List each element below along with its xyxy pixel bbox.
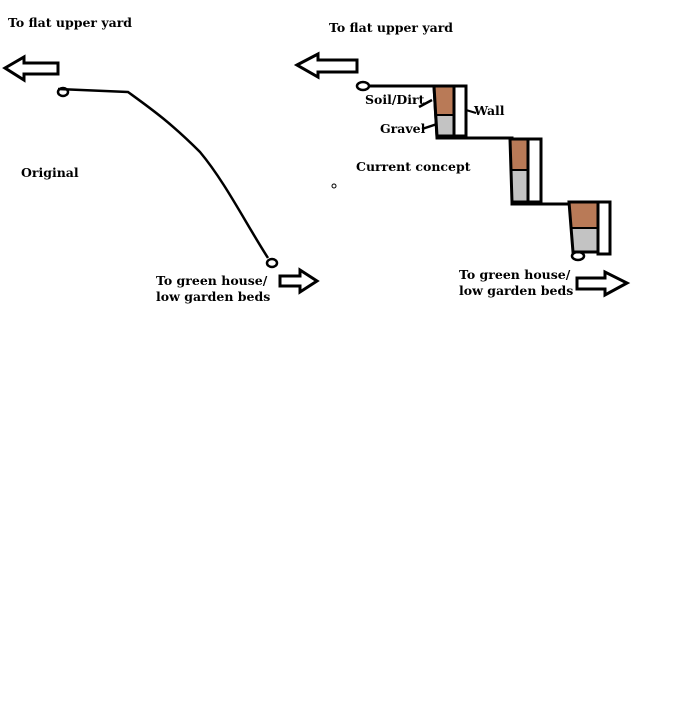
tier-1-gravel-fill	[436, 115, 454, 136]
original-upper-yard-label: To flat upper yard	[8, 15, 133, 30]
original-greenhouse-label-line2: low garden beds	[156, 289, 271, 304]
original-caption: Original	[21, 165, 79, 180]
tier-1-wall	[452, 84, 468, 138]
concept-greenhouse-label-line2: low garden beds	[459, 283, 574, 298]
concept-diagram	[293, 51, 631, 298]
stray-dot	[331, 183, 337, 189]
tier-2-soil-fill	[510, 139, 528, 170]
concept-upper-yard-label: To flat upper yard	[329, 20, 454, 35]
original-bottom-endpoint	[265, 257, 279, 269]
tier-2-gravel-fill	[511, 170, 528, 202]
concept-bottom-endpoint	[570, 250, 586, 262]
terrace-tier-3	[567, 200, 612, 256]
concept-upper-arrow-icon	[293, 51, 359, 80]
concept-greenhouse-label-line1: To green house/	[459, 267, 571, 282]
original-lower-arrow-icon	[278, 267, 320, 295]
soil-dirt-label: Soil/Dirt	[365, 92, 425, 107]
original-upper-arrow-icon	[2, 54, 60, 83]
tier-3-wall	[596, 200, 612, 256]
concept-caption: Current concept	[356, 159, 471, 174]
gravel-callout-line	[421, 122, 438, 131]
concept-top-endpoint	[355, 80, 371, 92]
original-diagram	[2, 54, 320, 295]
wall-label: Wall	[474, 103, 505, 118]
gravel-label: Gravel	[380, 121, 426, 136]
terrace-tier-2	[508, 137, 543, 204]
original-greenhouse-label-line1: To green house/	[156, 273, 268, 288]
tier-2-wall	[526, 137, 543, 204]
concept-lower-arrow-icon	[575, 269, 631, 298]
wall-callout-line	[465, 109, 477, 114]
soil-callout-line	[418, 98, 433, 109]
terrace-tier-1	[432, 84, 468, 138]
tier-3-soil-fill	[569, 202, 598, 228]
original-slope-profile	[57, 87, 270, 259]
tier-1-soil-fill	[434, 86, 454, 115]
tier-3-gravel-fill	[571, 228, 598, 252]
